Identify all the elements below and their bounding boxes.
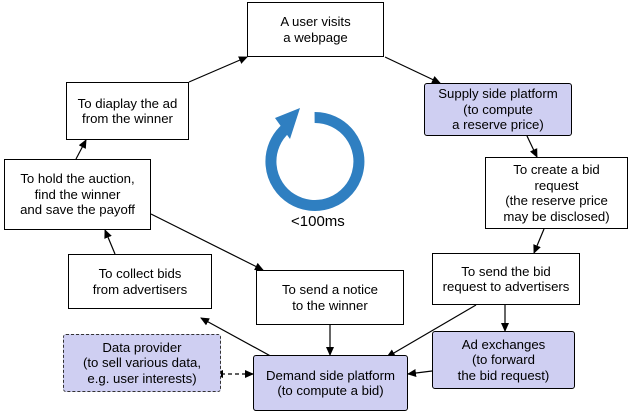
arrow-hold-auction-to-notice [150, 213, 264, 271]
send-notice-node: To send a notice to the winner [256, 270, 404, 325]
demand-side-platform-node: Demand side platform (to compute a bid) [253, 355, 408, 411]
arrow-ad-exchanges-to-dsp [407, 369, 433, 377]
arrow-send-bid-to-dsp [386, 304, 477, 358]
arrow-collect-bids-to-hold-auction [104, 229, 116, 255]
arrow-dsp-to-collect-bids [200, 317, 277, 360]
arrow-ssp-to-create-bid [526, 135, 538, 158]
supply-side-platform-node: Supply side platform (to compute a reser… [424, 83, 572, 136]
arrow-user-to-ssp [384, 56, 441, 84]
arrow-hold-auction-to-display-ad [75, 139, 87, 160]
data-provider-node: Data provider (to sell various data, e.g… [63, 334, 221, 392]
collect-bids-node: To collect bids from advertisers [68, 254, 212, 309]
user-visits-node: A user visits a webpage [247, 2, 384, 57]
cycle-time-label: <100ms [291, 213, 345, 230]
arrow-display-ad-to-user [188, 56, 248, 83]
display-ad-node: To diaplay the ad from the winner [66, 82, 189, 140]
arrow-create-bid-to-send-bid [533, 228, 545, 254]
create-bid-request-node: To create a bid request (the reserve pri… [485, 157, 628, 229]
hold-auction-node: To hold the auction, find the winner and… [4, 159, 151, 230]
circular-refresh-arrow-icon [265, 108, 365, 211]
send-bid-request-node: To send the bid request to advertisers [432, 253, 580, 305]
ad-exchanges-node: Ad exchanges (to forward the bid request… [432, 331, 575, 389]
